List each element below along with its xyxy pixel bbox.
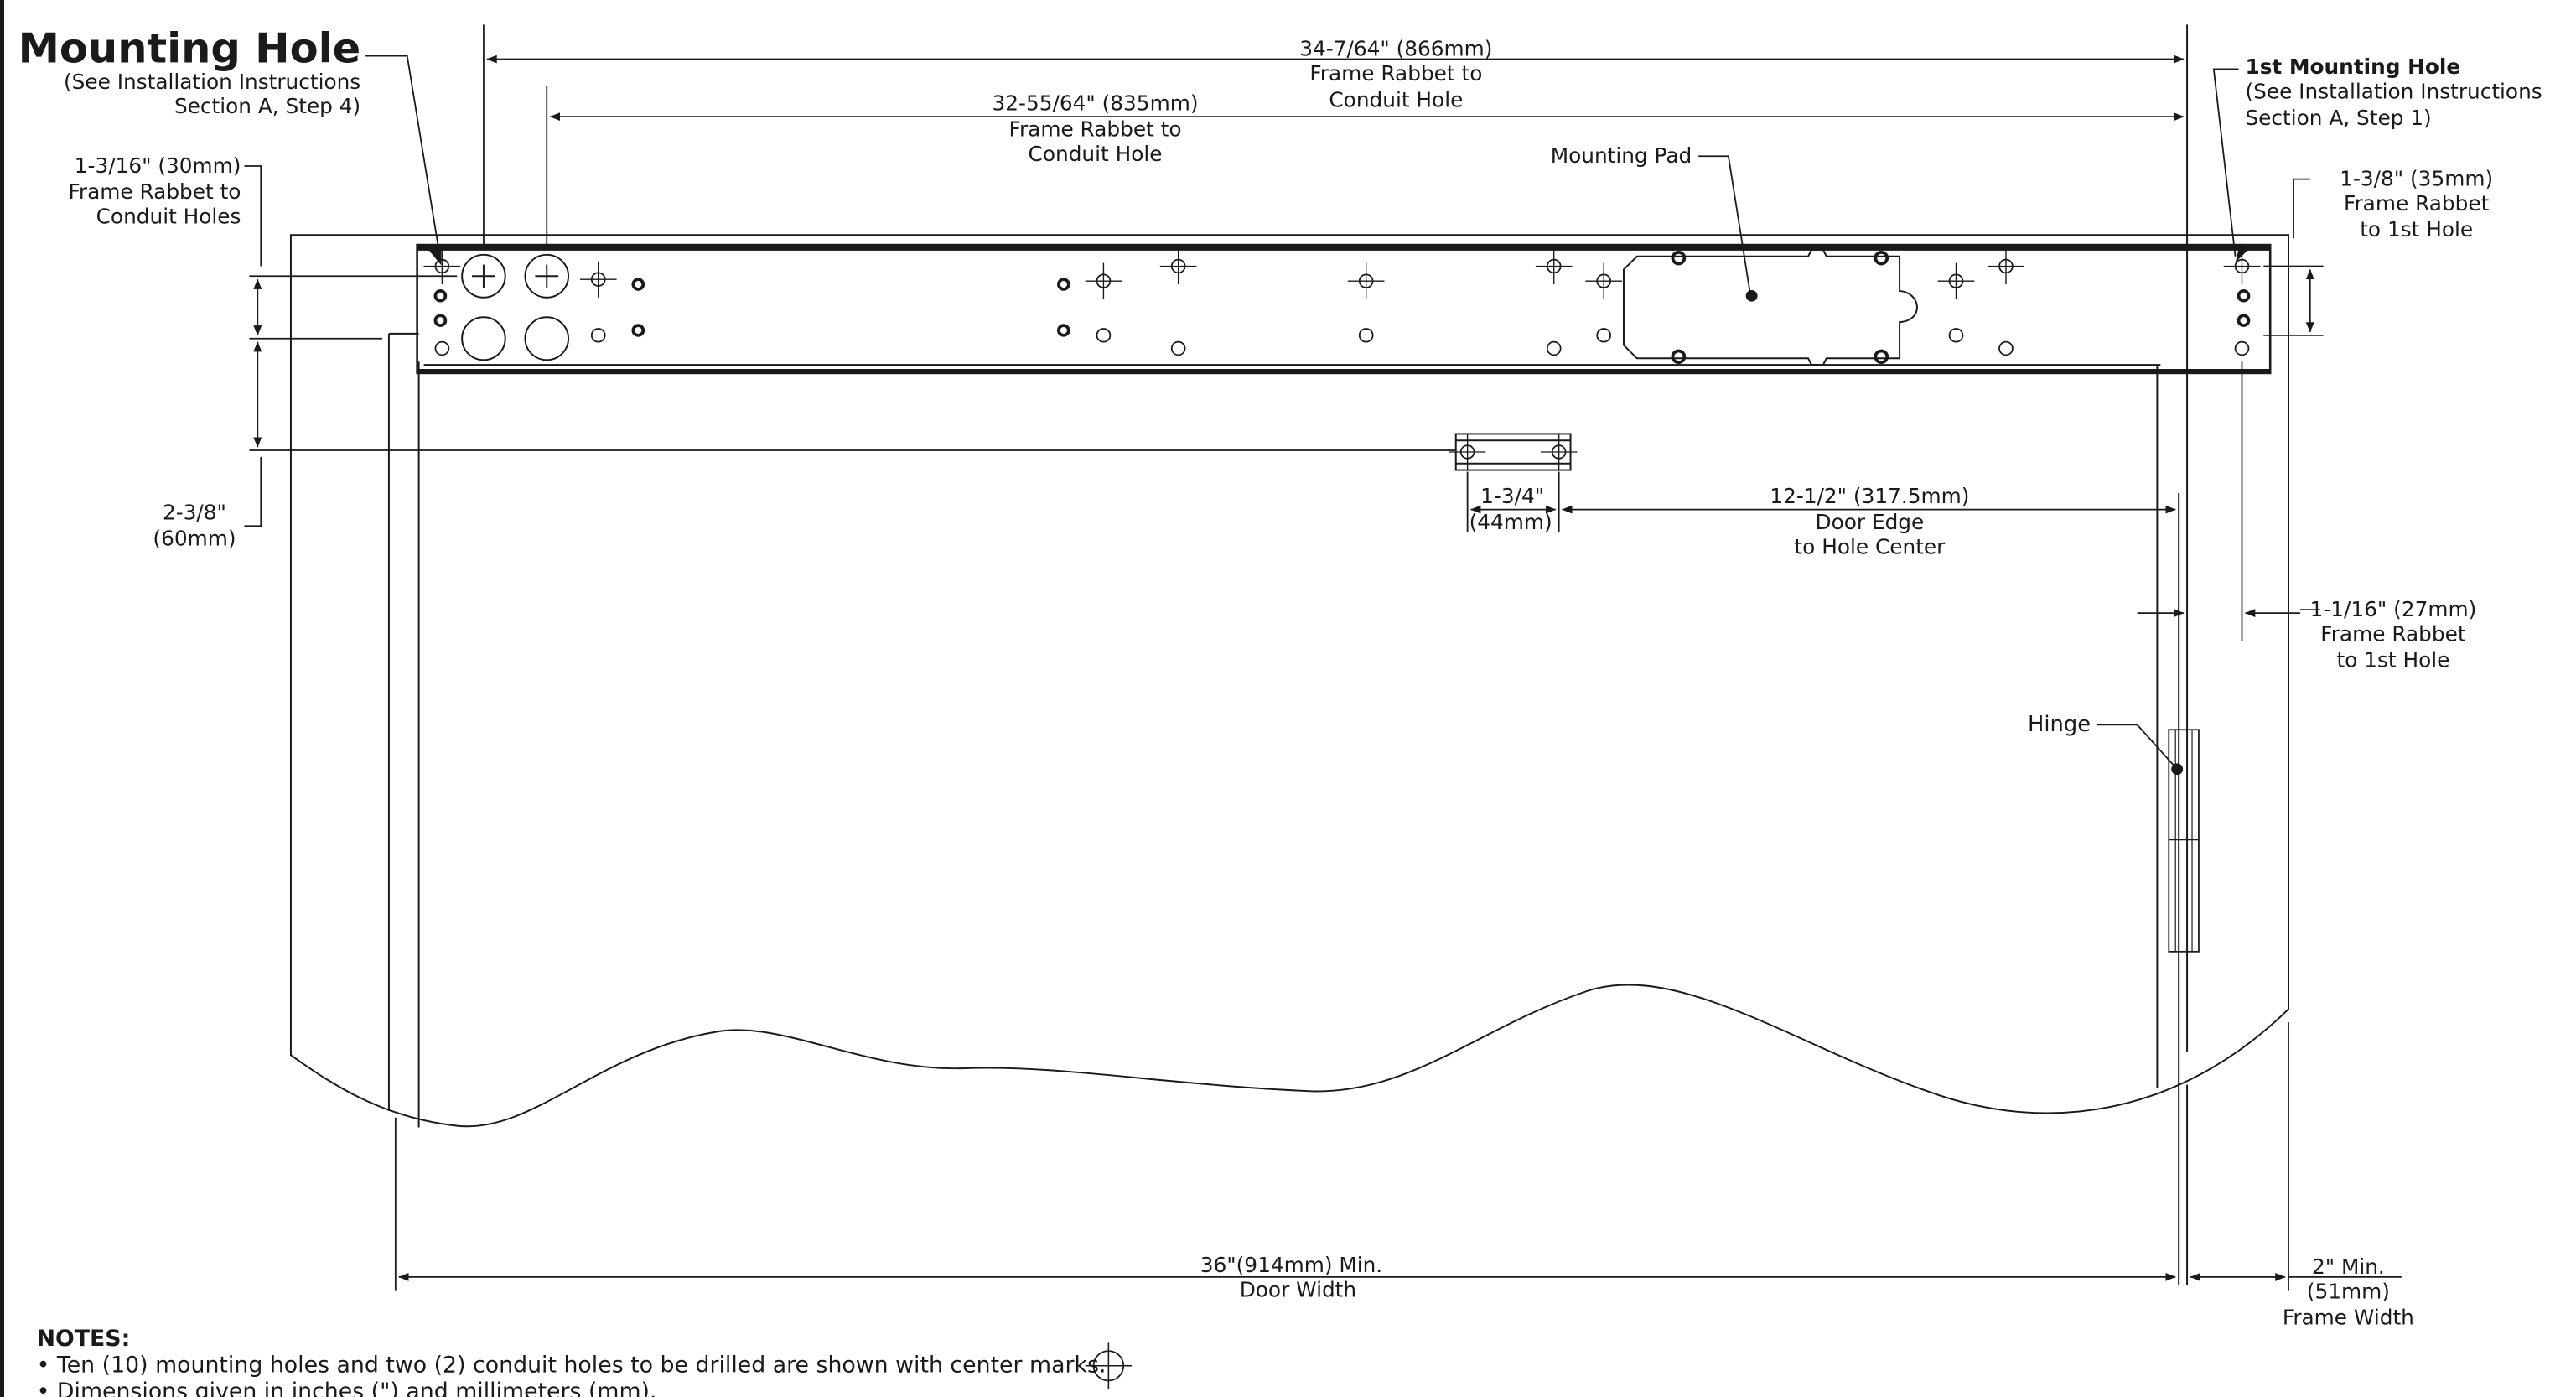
dim-317-value: 12-1/2" (317.5mm) bbox=[1770, 484, 1969, 508]
dim-30-desc2: Conduit Holes bbox=[96, 205, 241, 229]
second-mounting-hole-title: 2nd Mounting Hole bbox=[0, 24, 360, 73]
notes-item: • Dimensions given in inches (") and mil… bbox=[37, 1379, 657, 1397]
notes-item: • Ten (10) mounting holes and two (2) co… bbox=[37, 1353, 1107, 1379]
conduit-hole-2 bbox=[461, 316, 506, 361]
hinge-label: Hinge bbox=[2028, 712, 2091, 737]
dim-44-mm: (44mm) bbox=[1469, 510, 1552, 534]
frame-width-value: 2" Min. bbox=[2312, 1254, 2385, 1279]
dim-835-desc1: Frame Rabbet to bbox=[1009, 117, 1182, 142]
door-outline bbox=[289, 234, 2290, 1128]
dim-44-value: 1-3/4" bbox=[1480, 484, 1544, 508]
dim-835-desc2: Conduit Hole bbox=[1029, 142, 1163, 166]
page-left-border bbox=[0, 0, 4, 1397]
mounting-plate bbox=[416, 243, 2272, 375]
notes-title: NOTES: bbox=[37, 1326, 131, 1352]
first-mounting-hole-title: 1st Mounting Hole bbox=[2245, 55, 2460, 79]
dim-35-value: 1-3/8" (35mm) bbox=[2340, 167, 2493, 191]
mounting-hole-mark bbox=[422, 247, 462, 286]
dim-866-desc1: Frame Rabbet to bbox=[1309, 61, 1482, 86]
mounting-pad-label: Mounting Pad bbox=[1551, 143, 1692, 168]
second-mounting-hole-step: Section A, Step 4) bbox=[174, 94, 360, 118]
dim-27-desc2: to 1st Hole bbox=[2336, 648, 2449, 673]
dim-30-value: 1-3/16" (30mm) bbox=[75, 153, 241, 178]
mounting-pad-outline bbox=[1622, 248, 1918, 366]
dim-30-desc1: Frame Rabbet to bbox=[68, 179, 241, 204]
first-mounting-hole-step: Section A, Step 1) bbox=[2245, 106, 2431, 130]
door-width-value: 36"(914mm) Min. bbox=[1200, 1253, 1382, 1277]
dim-27-desc1: Frame Rabbet bbox=[2320, 622, 2466, 647]
frame-width-label: Frame Width bbox=[2283, 1306, 2414, 1330]
dim-60-value: 2-3/8" bbox=[163, 500, 226, 524]
dim-35-desc1: Frame Rabbet bbox=[2344, 191, 2490, 216]
frame-width-mm: (51mm) bbox=[2307, 1280, 2390, 1304]
second-mounting-hole-note: (See Installation Instructions bbox=[64, 70, 360, 94]
dim-317-desc1: Door Edge bbox=[1816, 510, 1925, 534]
dim-317-desc2: to Hole Center bbox=[1794, 535, 1946, 559]
dim-27-value: 1-1/16" (27mm) bbox=[2310, 597, 2477, 621]
first-mounting-hole-note: (See Installation Instructions bbox=[2245, 80, 2542, 104]
dim-35-desc2: to 1st Hole bbox=[2360, 217, 2473, 241]
conduit-hole-1 bbox=[461, 253, 506, 299]
hinge-body bbox=[2168, 729, 2200, 953]
dim-835-value: 32-55/64" (835mm) bbox=[993, 91, 1199, 115]
dim-60-mm: (60mm) bbox=[153, 527, 236, 551]
door-width-label: Door Width bbox=[1240, 1278, 1356, 1302]
dim-866-value: 34-7/64" (866mm) bbox=[1299, 37, 1492, 61]
dim-866-desc2: Conduit Hole bbox=[1329, 88, 1463, 112]
